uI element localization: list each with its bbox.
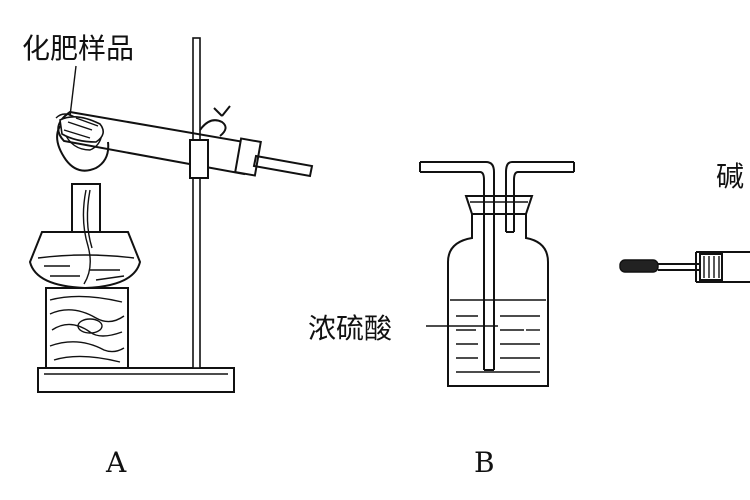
- apparatus-c-partial: [619, 251, 750, 283]
- sulfuric-acid-liquid: [450, 299, 546, 373]
- bottle-stopper: [464, 195, 534, 215]
- sample-leader-line: [69, 65, 77, 117]
- wood-block: [45, 287, 129, 369]
- test-tube: [57, 110, 314, 178]
- alcohol-lamp: [28, 183, 142, 290]
- tube-holder-clamp: [56, 125, 110, 172]
- apparatus-b: [419, 161, 575, 387]
- stand-rod: [192, 37, 201, 369]
- sample-label: 化肥样品: [22, 32, 134, 65]
- stand-base: [37, 367, 235, 393]
- gas-washing-bottle: [447, 214, 549, 387]
- label-a: A: [105, 446, 127, 479]
- right-partial-label: 碱: [716, 160, 744, 193]
- acid-label: 浓硫酸: [308, 312, 392, 345]
- apparatus-a: [28, 37, 314, 393]
- stand-clamp: [189, 105, 231, 179]
- label-b: B: [474, 446, 495, 479]
